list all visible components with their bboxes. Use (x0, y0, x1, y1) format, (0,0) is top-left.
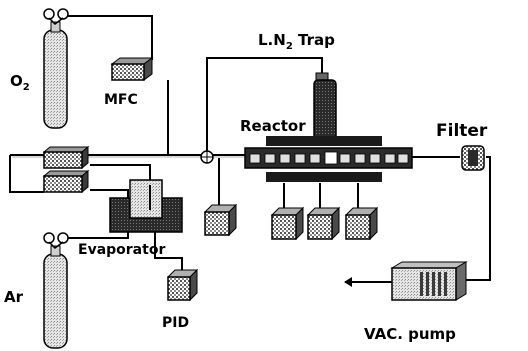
flow-controller-upper (42, 145, 90, 170)
filter-label: Filter (436, 121, 488, 141)
line-valve-to-evaporator (90, 164, 151, 185)
o2-regulator-right-icon (57, 8, 69, 20)
reactor-substrate-cell (279, 153, 291, 164)
pid-label: PID (162, 315, 189, 331)
o2-cylinder-neck (50, 21, 61, 33)
reactor-substrate-cell (324, 151, 338, 165)
evaporator-label: Evaporator (78, 242, 165, 258)
o2-cylinder-body (43, 29, 68, 129)
line-junction (200, 150, 214, 164)
ar-regulator-left-icon (43, 232, 55, 244)
reactor (244, 136, 413, 182)
o2-regulator-left-icon (43, 8, 55, 20)
pump-fin (420, 272, 423, 296)
pump-fin (438, 272, 441, 296)
vac-pump (344, 261, 468, 301)
junction-cross (201, 151, 213, 163)
pid-front (167, 276, 191, 301)
reactor-substrate-cell (384, 153, 396, 164)
filter-unit (461, 145, 485, 171)
reactor-substrate-cell (339, 153, 351, 164)
pump-top (390, 261, 468, 269)
reactor-substrate-cell (309, 153, 321, 164)
pressure-gauge (203, 203, 238, 237)
pump-inlet-arrow-icon (344, 277, 352, 287)
flow-controller-lower (42, 169, 90, 194)
o2-label: O2 (10, 72, 30, 93)
ar-regulator-stem (48, 241, 64, 249)
pump-side (455, 261, 467, 301)
mfc-front-face (111, 63, 145, 81)
fc-upper-front (43, 151, 83, 169)
reactor-label: Reactor (240, 117, 306, 135)
ln2-trap-label: L.N2 Trap (258, 31, 335, 52)
pump-fin (432, 272, 435, 296)
pump-fin (426, 272, 429, 296)
fc-lower-front (43, 175, 83, 193)
reactor-heater-top (266, 136, 382, 146)
temperature-controller-cube (271, 214, 297, 240)
reactor-substrate-cell (294, 153, 306, 164)
reactor-substrate-cell (264, 153, 276, 164)
evaporator-vessel (129, 179, 163, 219)
mfc-unit (110, 57, 154, 81)
o2-regulator-stem (48, 17, 64, 25)
left-bus-line (9, 155, 44, 193)
ln2-trap (313, 72, 337, 143)
reactor-heater-bottom (266, 172, 382, 182)
ar-cylinder-neck (50, 245, 61, 257)
reactor-substrate-cell (354, 153, 366, 164)
ar-label: Ar (4, 288, 24, 306)
temperature-controller-cube (307, 214, 333, 240)
temperature-controller-cube (345, 214, 371, 240)
evaporator-unit (109, 179, 183, 233)
temperature-controllers (270, 206, 379, 241)
reactor-substrate-cell (249, 153, 261, 164)
pump-cooling-fins (420, 272, 447, 296)
pump-fin (444, 272, 447, 296)
ln2-trap-body (313, 79, 337, 143)
o2-cylinder (43, 8, 69, 129)
line-to-ln2-trap (206, 57, 323, 155)
reactor-cells (249, 151, 409, 165)
ar-cylinder (43, 232, 69, 349)
line-o2-to-mfc (66, 15, 153, 60)
ar-cylinder-body (43, 253, 68, 349)
gauge-front (204, 211, 230, 236)
reactor-substrate-cell (397, 153, 409, 164)
pid-controller (166, 268, 199, 302)
ar-regulator-right-icon (57, 232, 69, 244)
reactor-substrate-cell (369, 153, 381, 164)
mfc-label: MFC (104, 92, 138, 108)
line-evaporator-to-pid (154, 232, 183, 272)
line-filter-to-pump (462, 156, 491, 281)
vac-pump-label: VAC. pump (364, 325, 456, 343)
filter-core (468, 150, 478, 166)
